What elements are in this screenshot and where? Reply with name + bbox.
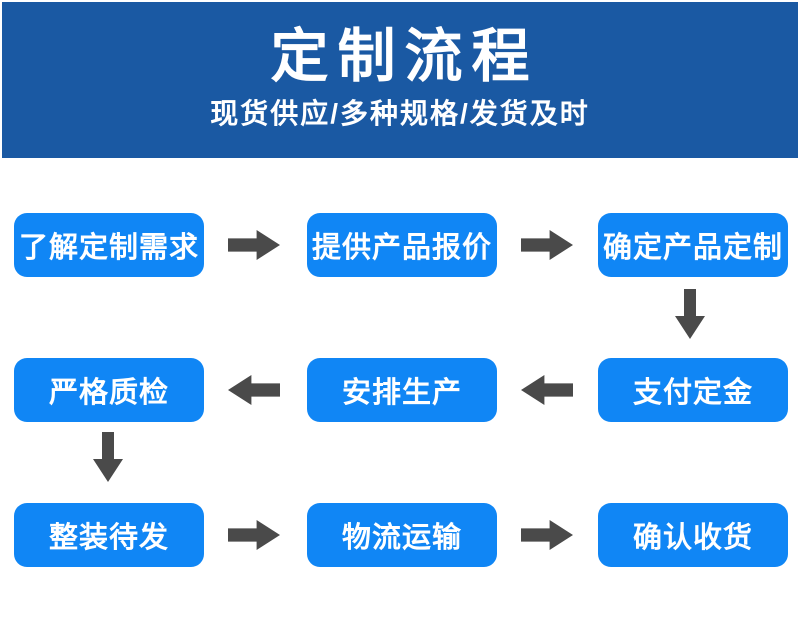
arrow-left-icon bbox=[228, 375, 280, 405]
flow-step-strict-quality-check: 严格质检 bbox=[14, 358, 204, 422]
flow-step-pay-deposit: 支付定金 bbox=[598, 358, 788, 422]
flow-step-confirm-customization: 确定产品定制 bbox=[598, 213, 788, 277]
flow-step-logistics-transport: 物流运输 bbox=[307, 503, 497, 567]
arrow-down-icon bbox=[93, 432, 123, 482]
arrow-right-icon bbox=[228, 520, 280, 550]
flow-step-confirm-receipt: 确认收货 bbox=[598, 503, 788, 567]
arrow-right-icon bbox=[228, 230, 280, 260]
page-subtitle: 现货供应/多种规格/发货及时 bbox=[210, 98, 590, 129]
arrow-down-icon bbox=[675, 289, 705, 339]
arrow-right-icon bbox=[521, 520, 573, 550]
flow-step-ready-to-ship: 整装待发 bbox=[14, 503, 204, 567]
page-title: 定制流程 bbox=[270, 24, 539, 89]
flow-step-understand-requirements: 了解定制需求 bbox=[14, 213, 204, 277]
next-section-edge bbox=[0, 620, 800, 626]
arrow-left-icon bbox=[521, 375, 573, 405]
arrow-right-icon bbox=[521, 230, 573, 260]
flow-step-arrange-production: 安排生产 bbox=[307, 358, 497, 422]
header-banner: 定制流程 现货供应/多种规格/发货及时 bbox=[2, 2, 798, 158]
flow-step-provide-quotation: 提供产品报价 bbox=[307, 213, 497, 277]
